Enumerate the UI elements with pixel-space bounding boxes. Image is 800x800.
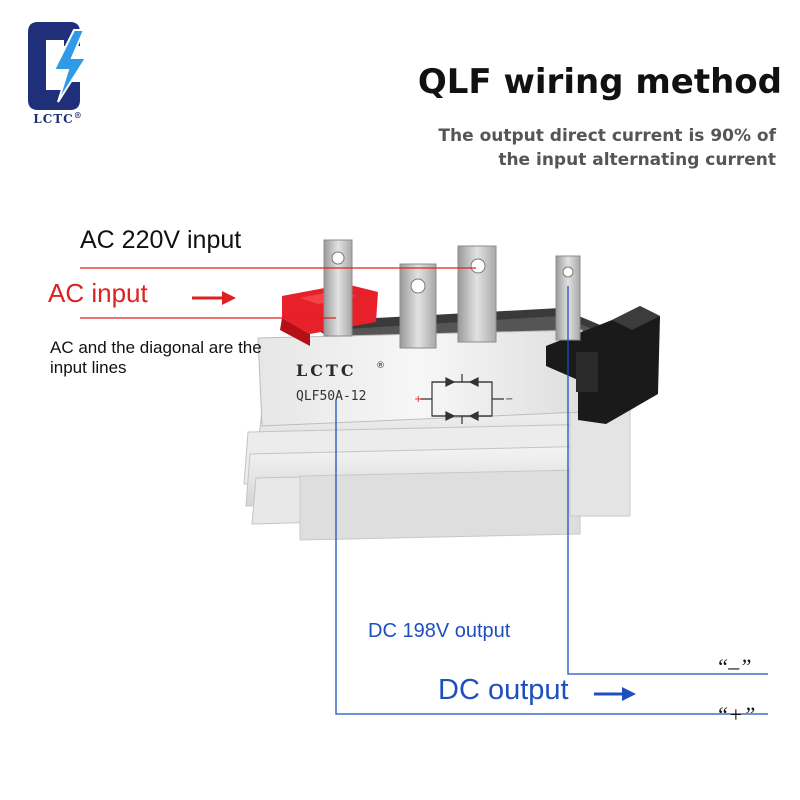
svg-text:®: ® (376, 361, 385, 371)
module-body: LCTC ® QLF50A-12 + − (257, 329, 583, 427)
bridge-diode-symbol (420, 374, 504, 424)
terminal-tab-3 (457, 245, 497, 343)
dc-negative-line (567, 286, 768, 675)
body-plus-sign: + (414, 394, 422, 405)
ac-input-label: AC input (48, 278, 148, 308)
terminal-tab-1 (323, 239, 353, 337)
body-minus-sign: − (505, 394, 513, 405)
minus-terminal-label: “–” (716, 654, 752, 679)
dc-output-label: DC output (438, 674, 569, 706)
dc-positive-line (335, 400, 768, 715)
lctc-logo (28, 22, 88, 110)
dc-arrow-icon (594, 687, 636, 701)
page-title: QLF wiring method (417, 62, 782, 102)
ac-voltage-label: AC 220V input (80, 226, 242, 254)
body-brand-label: LCTC (296, 361, 357, 380)
logo-text: LCTC® (33, 110, 83, 126)
ac-note-label: AC and the diagonal are the input lines (50, 338, 262, 377)
bolt-icon (52, 29, 88, 103)
plus-terminal-label: “+” (716, 702, 756, 727)
terminal-tab-2 (399, 263, 437, 349)
dc-voltage-label: DC 198V output (368, 620, 511, 642)
ac-arrow-icon (192, 291, 236, 305)
body-model-label: QLF50A-12 (296, 389, 366, 404)
page-subtitle: The output direct current is 90% of the … (438, 126, 776, 170)
